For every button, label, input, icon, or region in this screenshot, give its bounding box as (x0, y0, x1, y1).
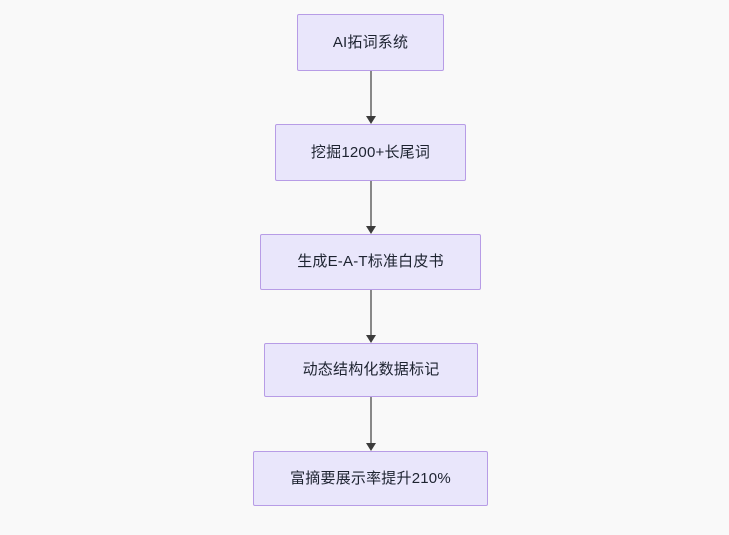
flow-node-rich-snippet-rate-increase[interactable]: 富摘要展示率提升210% (253, 451, 488, 506)
flow-node-dynamic-structured-data-markup[interactable]: 动态结构化数据标记 (264, 343, 478, 397)
flow-node-label: 挖掘1200+长尾词 (310, 143, 431, 161)
arrow-down-icon (366, 226, 376, 234)
flow-node-ai-keyword-system[interactable]: AI拓词系统 (297, 14, 444, 71)
flow-node-label: 生成E-A-T标准白皮书 (297, 253, 444, 270)
edge-line (370, 181, 372, 226)
arrow-down-icon (366, 335, 376, 343)
flow-node-label: 动态结构化数据标记 (302, 361, 440, 378)
flow-node-generate-eat-whitepaper[interactable]: 生成E-A-T标准白皮书 (260, 234, 481, 290)
arrow-down-icon (366, 443, 376, 451)
edge-line (370, 290, 372, 335)
flow-node-mine-longtail-keywords[interactable]: 挖掘1200+长尾词 (275, 124, 466, 181)
flow-node-label: 富摘要展示率提升210% (290, 469, 451, 487)
arrow-down-icon (366, 116, 376, 124)
edge-line (370, 397, 372, 443)
flow-node-label: AI拓词系统 (332, 33, 409, 51)
edge-line (370, 71, 372, 116)
